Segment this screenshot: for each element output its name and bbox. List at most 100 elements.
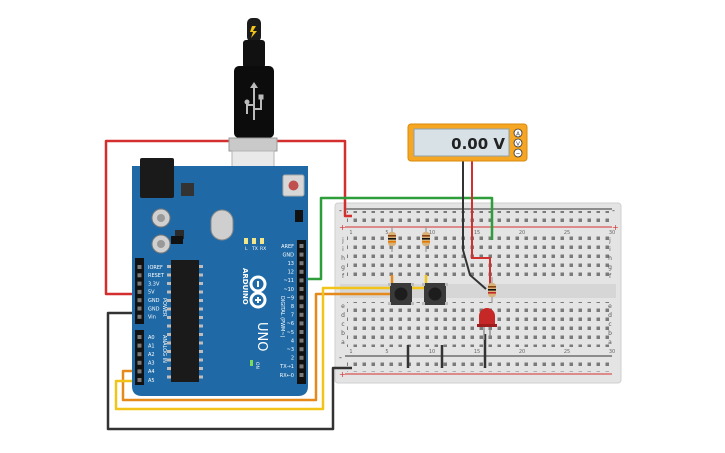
- digital-pin-hole[interactable]: [299, 312, 304, 317]
- digital-pin-hole[interactable]: [299, 287, 304, 291]
- digital-pin-hole[interactable]: [299, 373, 304, 377]
- analog-pin-label: A5: [148, 378, 155, 384]
- small-ic: [175, 230, 184, 239]
- analog-pin-hole[interactable]: [137, 343, 142, 348]
- digital-pin-label: ~5: [287, 330, 294, 336]
- column-number: 30: [609, 349, 615, 355]
- meter-red-probe-wire[interactable]: [471, 161, 491, 285]
- power-pin-hole[interactable]: [137, 273, 142, 278]
- analog-header[interactable]: [135, 330, 144, 385]
- row-letter: j: [341, 237, 344, 244]
- meter-black-probe-wire[interactable]: [462, 161, 487, 290]
- pushbutton-2[interactable]: [422, 283, 448, 305]
- power-pin-hole[interactable]: [137, 306, 142, 311]
- row-letter: e: [608, 303, 612, 310]
- analog-pin-label: A1: [148, 343, 155, 349]
- row-letter: b: [341, 330, 345, 337]
- resistor-1[interactable]: [388, 226, 396, 252]
- terminal-v[interactable]: [513, 138, 523, 148]
- analog-pin-hole[interactable]: [137, 360, 142, 365]
- digital-pin-hole[interactable]: [299, 364, 304, 369]
- digital-pin-label: ~3: [287, 347, 294, 353]
- power-pin-label: IOREF: [148, 265, 163, 271]
- red-5v-wire[interactable]: [104, 139, 352, 296]
- digital-pin-hole[interactable]: [299, 269, 304, 274]
- row-letter: i: [342, 246, 344, 253]
- row-letter: b: [608, 330, 612, 337]
- digital-pin-hole[interactable]: [299, 355, 304, 360]
- digital-pin-hole[interactable]: [299, 330, 304, 334]
- power-pin-label: 5V: [148, 290, 155, 296]
- digital-pin-label: GND: [283, 252, 295, 258]
- digital-pin-hole[interactable]: [299, 261, 304, 266]
- red-led[interactable]: [477, 308, 497, 340]
- digital-pin-hole[interactable]: [299, 347, 304, 352]
- resistor-3[interactable]: [488, 277, 496, 303]
- analog-pin-hole[interactable]: [137, 369, 142, 374]
- power-pin-label: Vin: [148, 315, 156, 321]
- arduino-uno-board[interactable]: L TX RX ARDUINO UNO ON IOREFRESET3.3V5VG…: [132, 158, 308, 396]
- digital-pin-hole[interactable]: [299, 295, 304, 300]
- column-number: 5: [385, 349, 388, 355]
- row-letter: a: [608, 339, 612, 346]
- row-letter: c: [341, 321, 344, 328]
- column-number: 25: [564, 230, 570, 236]
- analog-pin-label: A2: [148, 352, 155, 358]
- terminal-tilde[interactable]: [513, 148, 523, 158]
- reset-button-cap[interactable]: [288, 180, 299, 191]
- multimeter-reading: 0.00 V: [451, 135, 505, 153]
- terminal-a-label: A: [516, 132, 520, 138]
- crystal-oscillator: [210, 209, 234, 241]
- green-pin11-wire[interactable]: [302, 196, 494, 281]
- power-pin-hole[interactable]: [137, 281, 142, 286]
- column-number: 15: [474, 230, 480, 236]
- power-pin-hole[interactable]: [137, 289, 142, 294]
- digital-pin-label: 2: [291, 356, 294, 362]
- analog-pin-hole[interactable]: [137, 378, 142, 382]
- top-power-rail[interactable]: [347, 211, 609, 225]
- multimeter[interactable]: 0.00 V A V ~: [407, 123, 528, 162]
- power-pin-hole[interactable]: [137, 265, 142, 269]
- power-pin-hole[interactable]: [137, 298, 142, 303]
- column-number: 10: [429, 349, 435, 355]
- power-pin-hole[interactable]: [137, 314, 142, 319]
- terminal-a[interactable]: [513, 128, 523, 138]
- dc-power-jack: [140, 158, 174, 198]
- analog-pin-hole[interactable]: [137, 352, 142, 357]
- pushbutton-1[interactable]: [388, 283, 414, 305]
- digital-pin-hole[interactable]: [299, 338, 304, 343]
- digital-pin-hole[interactable]: [299, 321, 304, 326]
- column-number: 20: [519, 349, 525, 355]
- column-number: 1: [349, 230, 352, 236]
- column-number: 20: [519, 230, 525, 236]
- digital-pin-hole[interactable]: [299, 252, 304, 257]
- bottom-power-rail[interactable]: [347, 358, 609, 372]
- digital-pin-label: ~6: [287, 321, 294, 327]
- digital-pin-label: 8: [291, 304, 294, 310]
- rail-plus-label-top-right: +: [612, 223, 619, 232]
- digital-pin-label: RX←0: [280, 373, 294, 379]
- digital-pin-label: 13: [288, 261, 294, 267]
- led-tx-label: TX: [251, 246, 258, 252]
- digital-pin-hole[interactable]: [299, 278, 304, 283]
- row-letter: d: [341, 312, 345, 319]
- led-rx-label: RX: [260, 246, 266, 252]
- resistor-2[interactable]: [422, 226, 430, 252]
- analog-pin-label: A0: [148, 335, 155, 341]
- black-gnd-wire[interactable]: [106, 311, 352, 431]
- digital-pin-label: AREF: [281, 244, 294, 250]
- row-letter: a: [341, 339, 345, 346]
- analog-pin-hole[interactable]: [137, 335, 142, 339]
- row-letter: f: [609, 273, 612, 280]
- digital-header[interactable]: [297, 240, 306, 384]
- row-letter: g: [608, 264, 612, 271]
- breadboard-center-channel: [340, 284, 616, 298]
- on-led: [250, 360, 253, 366]
- digital-pin-hole[interactable]: [299, 304, 304, 309]
- digital-pin-hole[interactable]: [299, 244, 304, 248]
